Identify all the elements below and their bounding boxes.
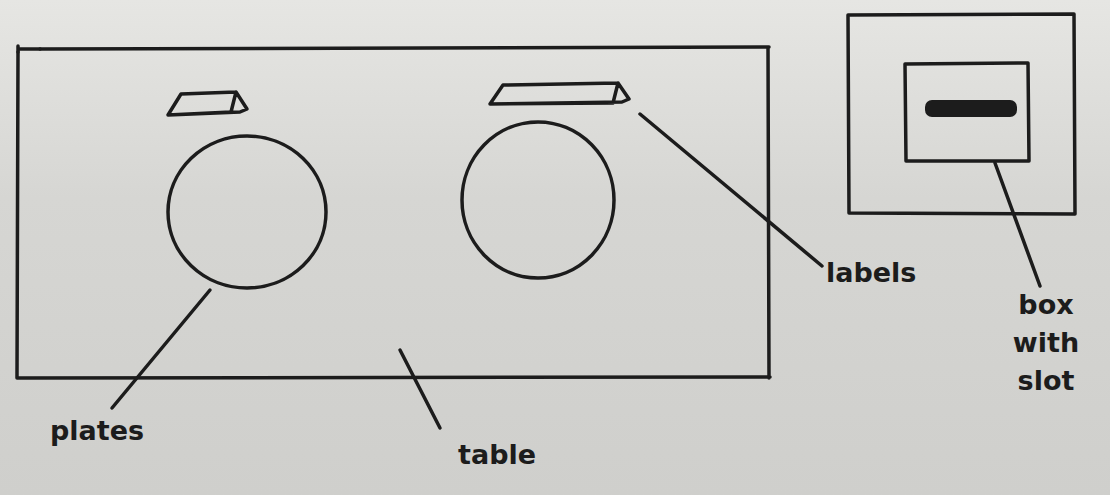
leader-line (400, 350, 440, 428)
tent-label (168, 92, 247, 115)
callout-label: labels (826, 254, 966, 292)
plate-circle (462, 122, 614, 278)
leader-line (640, 114, 822, 266)
leader-line (995, 163, 1040, 286)
tent-label (490, 83, 629, 104)
table-corner (18, 46, 40, 52)
callout-label: plates (50, 412, 190, 450)
slot (925, 100, 1017, 117)
box-lid (905, 63, 1029, 161)
callout-label: table (458, 436, 578, 474)
callout-label: box with slot (1005, 286, 1087, 400)
leader-line (112, 290, 210, 408)
table-outline (17, 47, 770, 378)
box-outline (848, 14, 1075, 214)
plate-circle (168, 136, 326, 288)
